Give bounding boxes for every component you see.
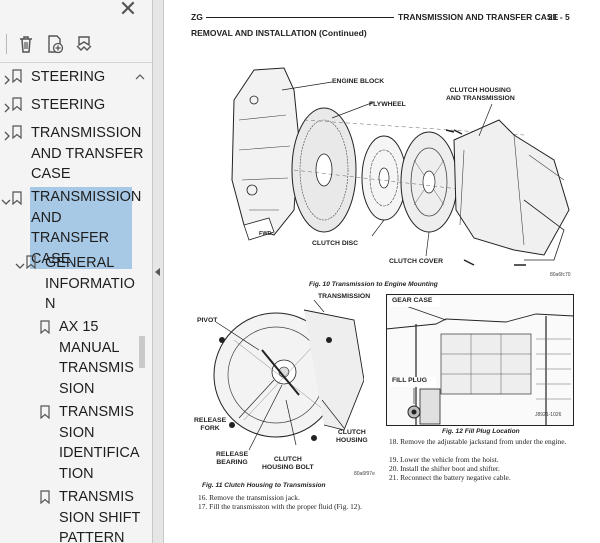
toolbar-separator [6, 34, 7, 54]
bookmarks-toolbar [0, 28, 152, 60]
bookmark-item[interactable]: GENERAL INFORMATIO N [45, 255, 135, 312]
close-panel-button[interactable]: ✕ [118, 0, 138, 21]
label-clutch-housing-bolt: CLUTCH HOUSING BOLT [262, 456, 314, 471]
bookmark-item[interactable]: TRANSMISSION AND TRANSFER CASE [31, 125, 144, 182]
bookmark-icon [12, 97, 22, 112]
bookmark-icon [40, 490, 50, 505]
collapsed-chevron-icon[interactable] [2, 72, 12, 85]
label-gear-case: GEAR CASE [392, 297, 433, 304]
label-clutch-housing: CLUTCH HOUSING [336, 429, 368, 444]
step-16: 16. Remove the transmission jack. [198, 493, 300, 502]
figure-11-code: 80a6f97e [354, 471, 375, 477]
bookmark-item[interactable]: STEERING [31, 97, 106, 113]
delete-bookmark-icon[interactable] [15, 33, 37, 55]
step-21: 21. Reconnect the battery negative cable… [389, 473, 511, 482]
label-release-bearing: RELEASE BEARING [216, 451, 249, 466]
label-flywheel: FLYWHEEL [369, 101, 406, 108]
bookmark-icon [26, 255, 36, 270]
figure-12-caption: Fig. 12 Fill Plug Location [442, 428, 520, 435]
bookmark-tree: STEERING STEERING TRANSMISSION AND TRANS… [0, 64, 148, 543]
bookmarks-scrollbar[interactable] [135, 64, 147, 543]
figure-12-code: J8921-1026 [535, 412, 562, 418]
expanded-chevron-icon[interactable] [1, 194, 11, 205]
label-transmission: TRANSMISSION [318, 293, 371, 300]
step-19: 19. Lower the vehicle from the hoist. [389, 455, 499, 464]
new-bookmark-icon[interactable] [43, 33, 65, 55]
label-clutch-cover: CLUTCH COVER [389, 258, 443, 265]
page-header-left: ZG [191, 12, 203, 22]
panel-divider [0, 62, 152, 63]
bookmark-icon [40, 405, 50, 420]
step-18: 18. Remove the adjustable jackstand from… [389, 437, 567, 446]
figure-11-drawing [213, 300, 364, 451]
step-20: 20. Install the shifter boot and shifter… [389, 464, 500, 473]
bookmark-item[interactable]: TRANSMIS SION IDENTIFICA TION [59, 404, 140, 482]
panel-splitter[interactable] [152, 0, 164, 543]
label-clutch-disc: CLUTCH DISC [312, 240, 359, 247]
section-title: REMOVAL AND INSTALLATION (Continued) [191, 28, 367, 38]
bookmarks-panel: ✕ S [0, 0, 152, 543]
figure-10-code: 80a6fc70 [550, 272, 571, 278]
step-17: 17. Fill the transmisston with the prope… [198, 502, 362, 511]
document-page: ZG TRANSMISSION AND TRANSFER CASE 21 - 5… [164, 0, 600, 543]
figure-10-caption: Fig. 10 Transmission to Engine Mounting [309, 281, 438, 288]
page-header-center: TRANSMISSION AND TRANSFER CASE [398, 12, 559, 22]
label-pivot: PIVOT [197, 317, 218, 324]
collapsed-chevron-icon[interactable] [2, 128, 12, 141]
bookmark-icon [12, 69, 22, 84]
bookmark-icon [12, 125, 22, 140]
label-fill-plug: FILL PLUG [392, 377, 427, 384]
scrollbar-thumb[interactable] [139, 336, 145, 368]
expanded-chevron-icon[interactable] [15, 258, 25, 269]
bookmark-item[interactable]: TRANSMIS SION SHIFT PATTERN [59, 489, 141, 543]
bookmark-item-selected[interactable]: TRANSMISSION AND TRANSFER CASE [30, 187, 141, 269]
figure-10-drawing [231, 67, 570, 266]
collapse-panel-arrow-icon[interactable] [155, 268, 161, 278]
figure-11-caption: Fig. 11 Clutch Housing to Transmission [202, 482, 326, 489]
label-fwd: FWD [259, 231, 272, 237]
header-rule [206, 17, 394, 18]
label-engine-block: ENGINE BLOCK [332, 78, 385, 85]
bookmark-icon [40, 320, 50, 335]
bookmark-item[interactable]: STEERING [31, 69, 106, 85]
figure-12-drawing [386, 294, 574, 426]
expand-bookmark-icon[interactable] [73, 33, 95, 55]
label-clutch-housing-and-transmission: CLUTCH HOUSING AND TRANSMISSION [446, 87, 515, 102]
bookmark-icon [12, 191, 22, 206]
scroll-up-chevron-icon[interactable] [135, 72, 147, 82]
bookmark-item[interactable]: AX 15 MANUAL TRANSMIS SION [59, 319, 134, 397]
label-release-fork: RELEASE FORK [194, 417, 227, 432]
collapsed-chevron-icon[interactable] [2, 100, 12, 113]
page-header-right: 21 - 5 [548, 12, 570, 22]
